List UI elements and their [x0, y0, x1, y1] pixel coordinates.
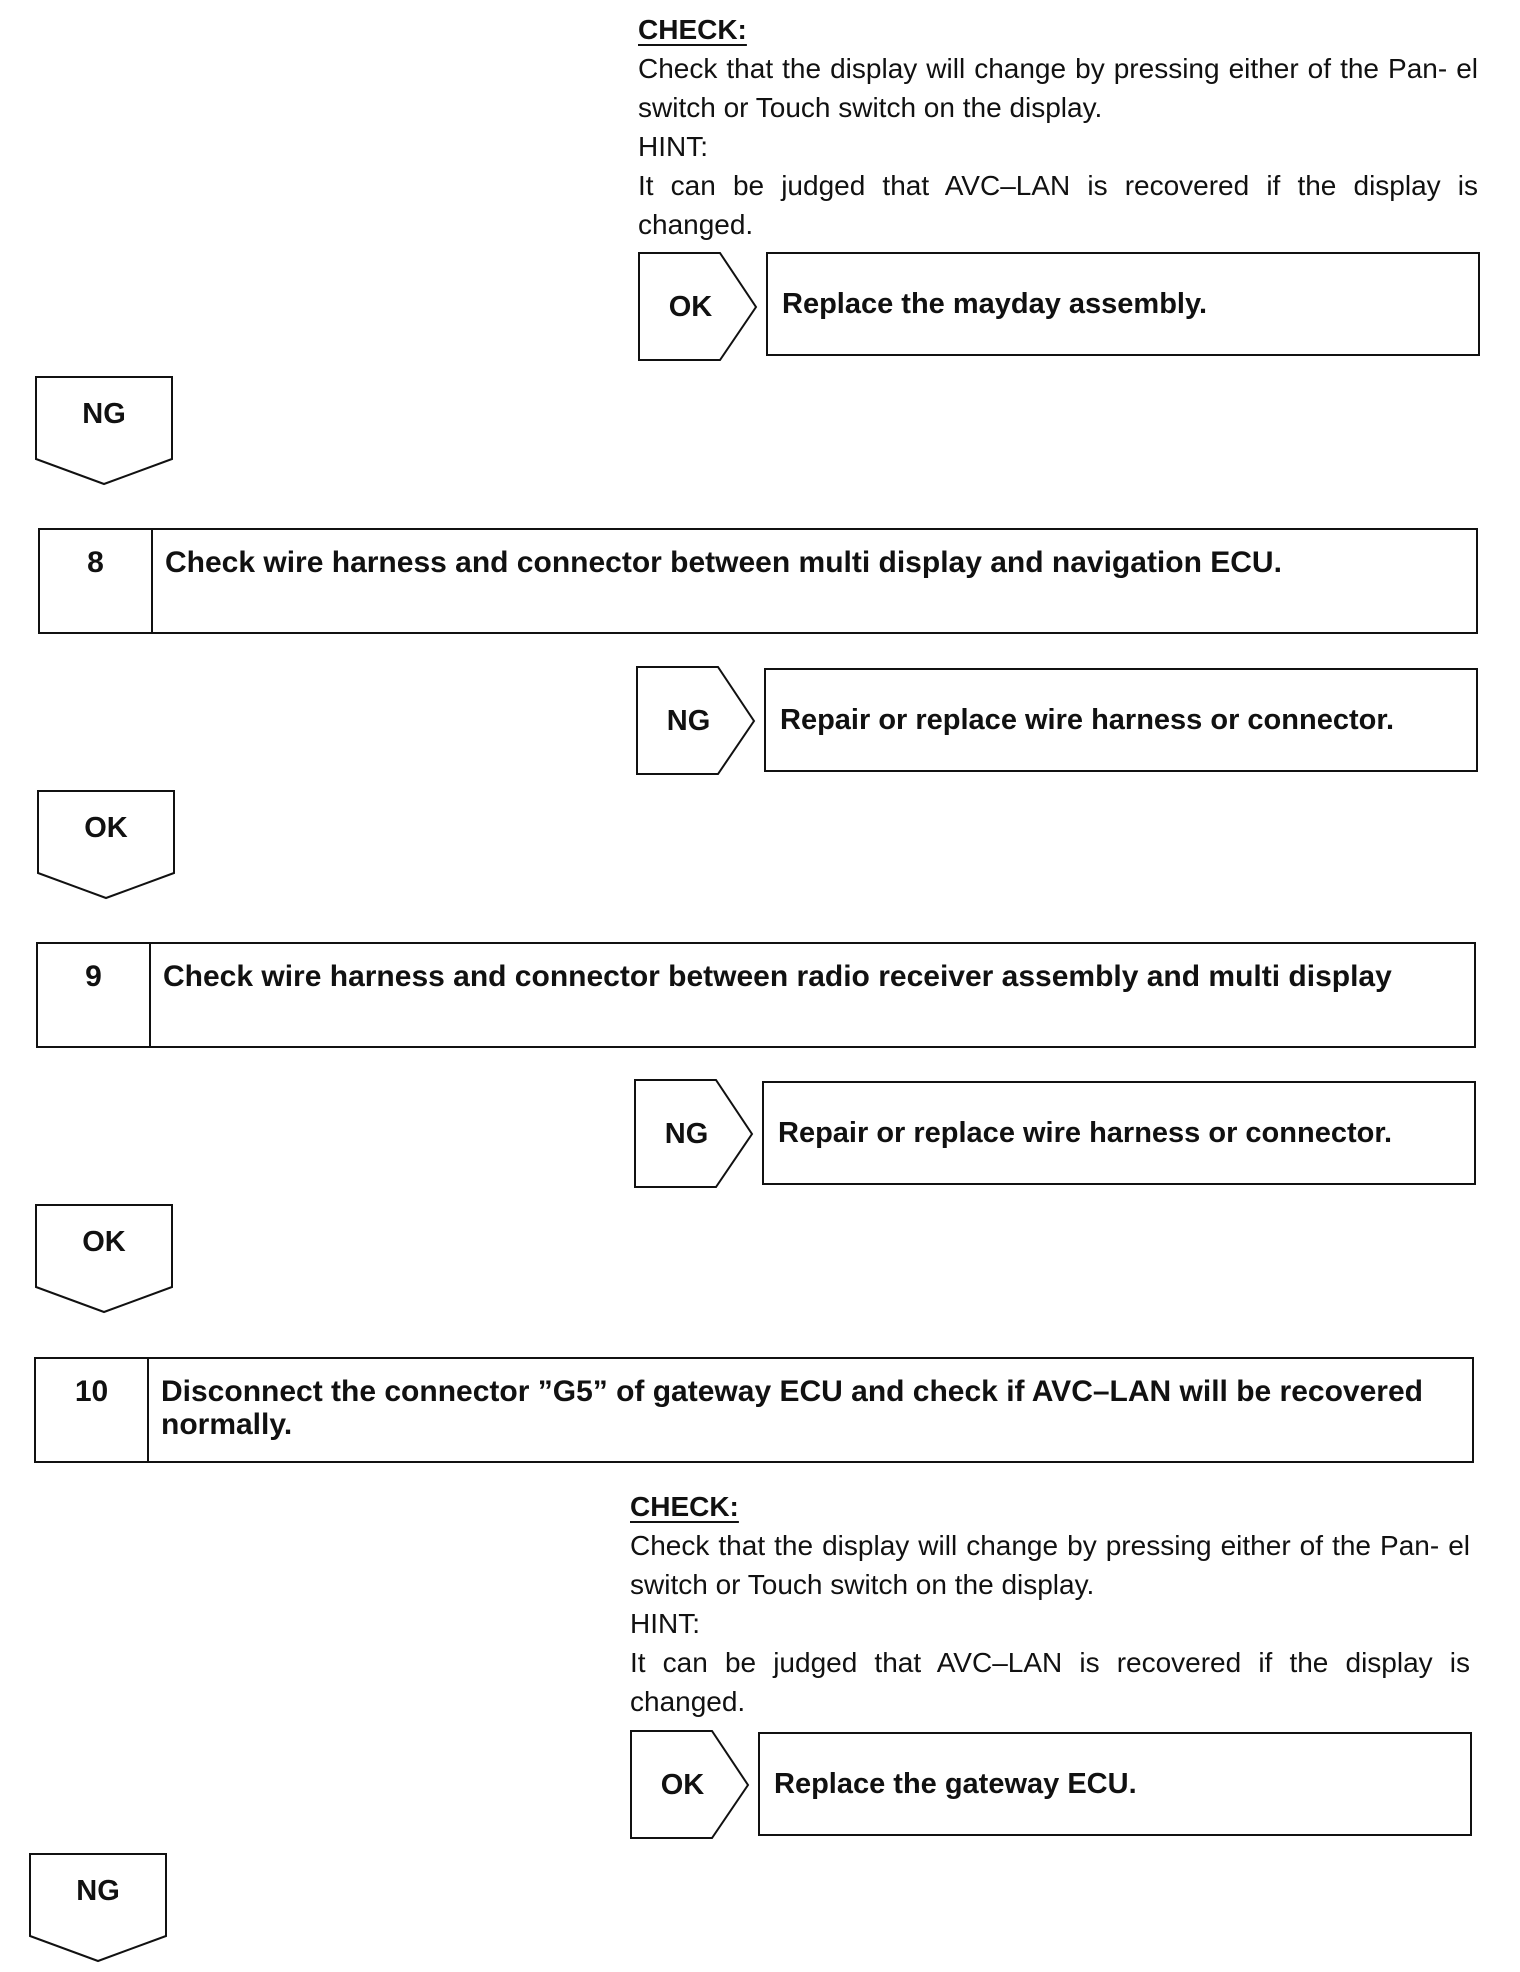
result-label: OK — [660, 1768, 705, 1801]
step-title: Check wire harness and connector between… — [163, 960, 1392, 993]
result-message: Repair or replace wire harness or connec… — [762, 1081, 1476, 1185]
result-arrow-ng: NG — [636, 666, 761, 776]
check-block: CHECK: Check that the display will chang… — [630, 1487, 1470, 1721]
hint-heading: HINT: — [630, 1608, 700, 1639]
hint-text: It can be judged that AVC–LAN is recover… — [638, 170, 1478, 240]
check-instruction: Check that the display will change by pr… — [630, 1530, 1470, 1600]
result-label: NG — [666, 704, 711, 737]
step-title: Disconnect the connector ”G5” of gateway… — [161, 1375, 1423, 1441]
result-message: Repair or replace wire harness or connec… — [764, 668, 1478, 772]
flow-label: OK — [84, 812, 128, 844]
flow-label: NG — [76, 1875, 120, 1907]
check-instruction: Check that the display will change by pr… — [638, 53, 1478, 123]
step-number: 8 — [40, 530, 153, 632]
result-message: Replace the gateway ECU. — [758, 1732, 1472, 1836]
check-heading: CHECK: — [630, 1491, 739, 1522]
step-row-9: 9 Check wire harness and connector betwe… — [36, 942, 1476, 1048]
flow-marker-ng: NG — [28, 1853, 168, 1963]
step-number: 9 — [38, 944, 151, 1046]
flow-marker-ng: NG — [34, 376, 174, 486]
step-title: Check wire harness and connector between… — [165, 546, 1282, 579]
check-heading: CHECK: — [638, 14, 747, 45]
result-label: NG — [664, 1117, 709, 1150]
step-number: 10 — [36, 1359, 149, 1461]
result-arrow-ok: OK — [630, 1730, 755, 1840]
flow-marker-ok: OK — [34, 1204, 174, 1314]
step-row-10: 10 Disconnect the connector ”G5” of gate… — [34, 1357, 1474, 1463]
result-arrow-ok: OK — [638, 252, 763, 362]
step-row-8: 8 Check wire harness and connector betwe… — [38, 528, 1478, 634]
check-block: CHECK: Check that the display will chang… — [638, 10, 1478, 244]
hint-heading: HINT: — [638, 131, 708, 162]
flow-marker-ok: OK — [36, 790, 176, 900]
flow-label: NG — [82, 398, 126, 430]
result-label: OK — [668, 290, 713, 323]
hint-text: It can be judged that AVC–LAN is recover… — [630, 1647, 1470, 1717]
flow-label: OK — [82, 1226, 126, 1258]
result-arrow-ng: NG — [634, 1079, 759, 1189]
result-message: Replace the mayday assembly. — [766, 252, 1480, 356]
